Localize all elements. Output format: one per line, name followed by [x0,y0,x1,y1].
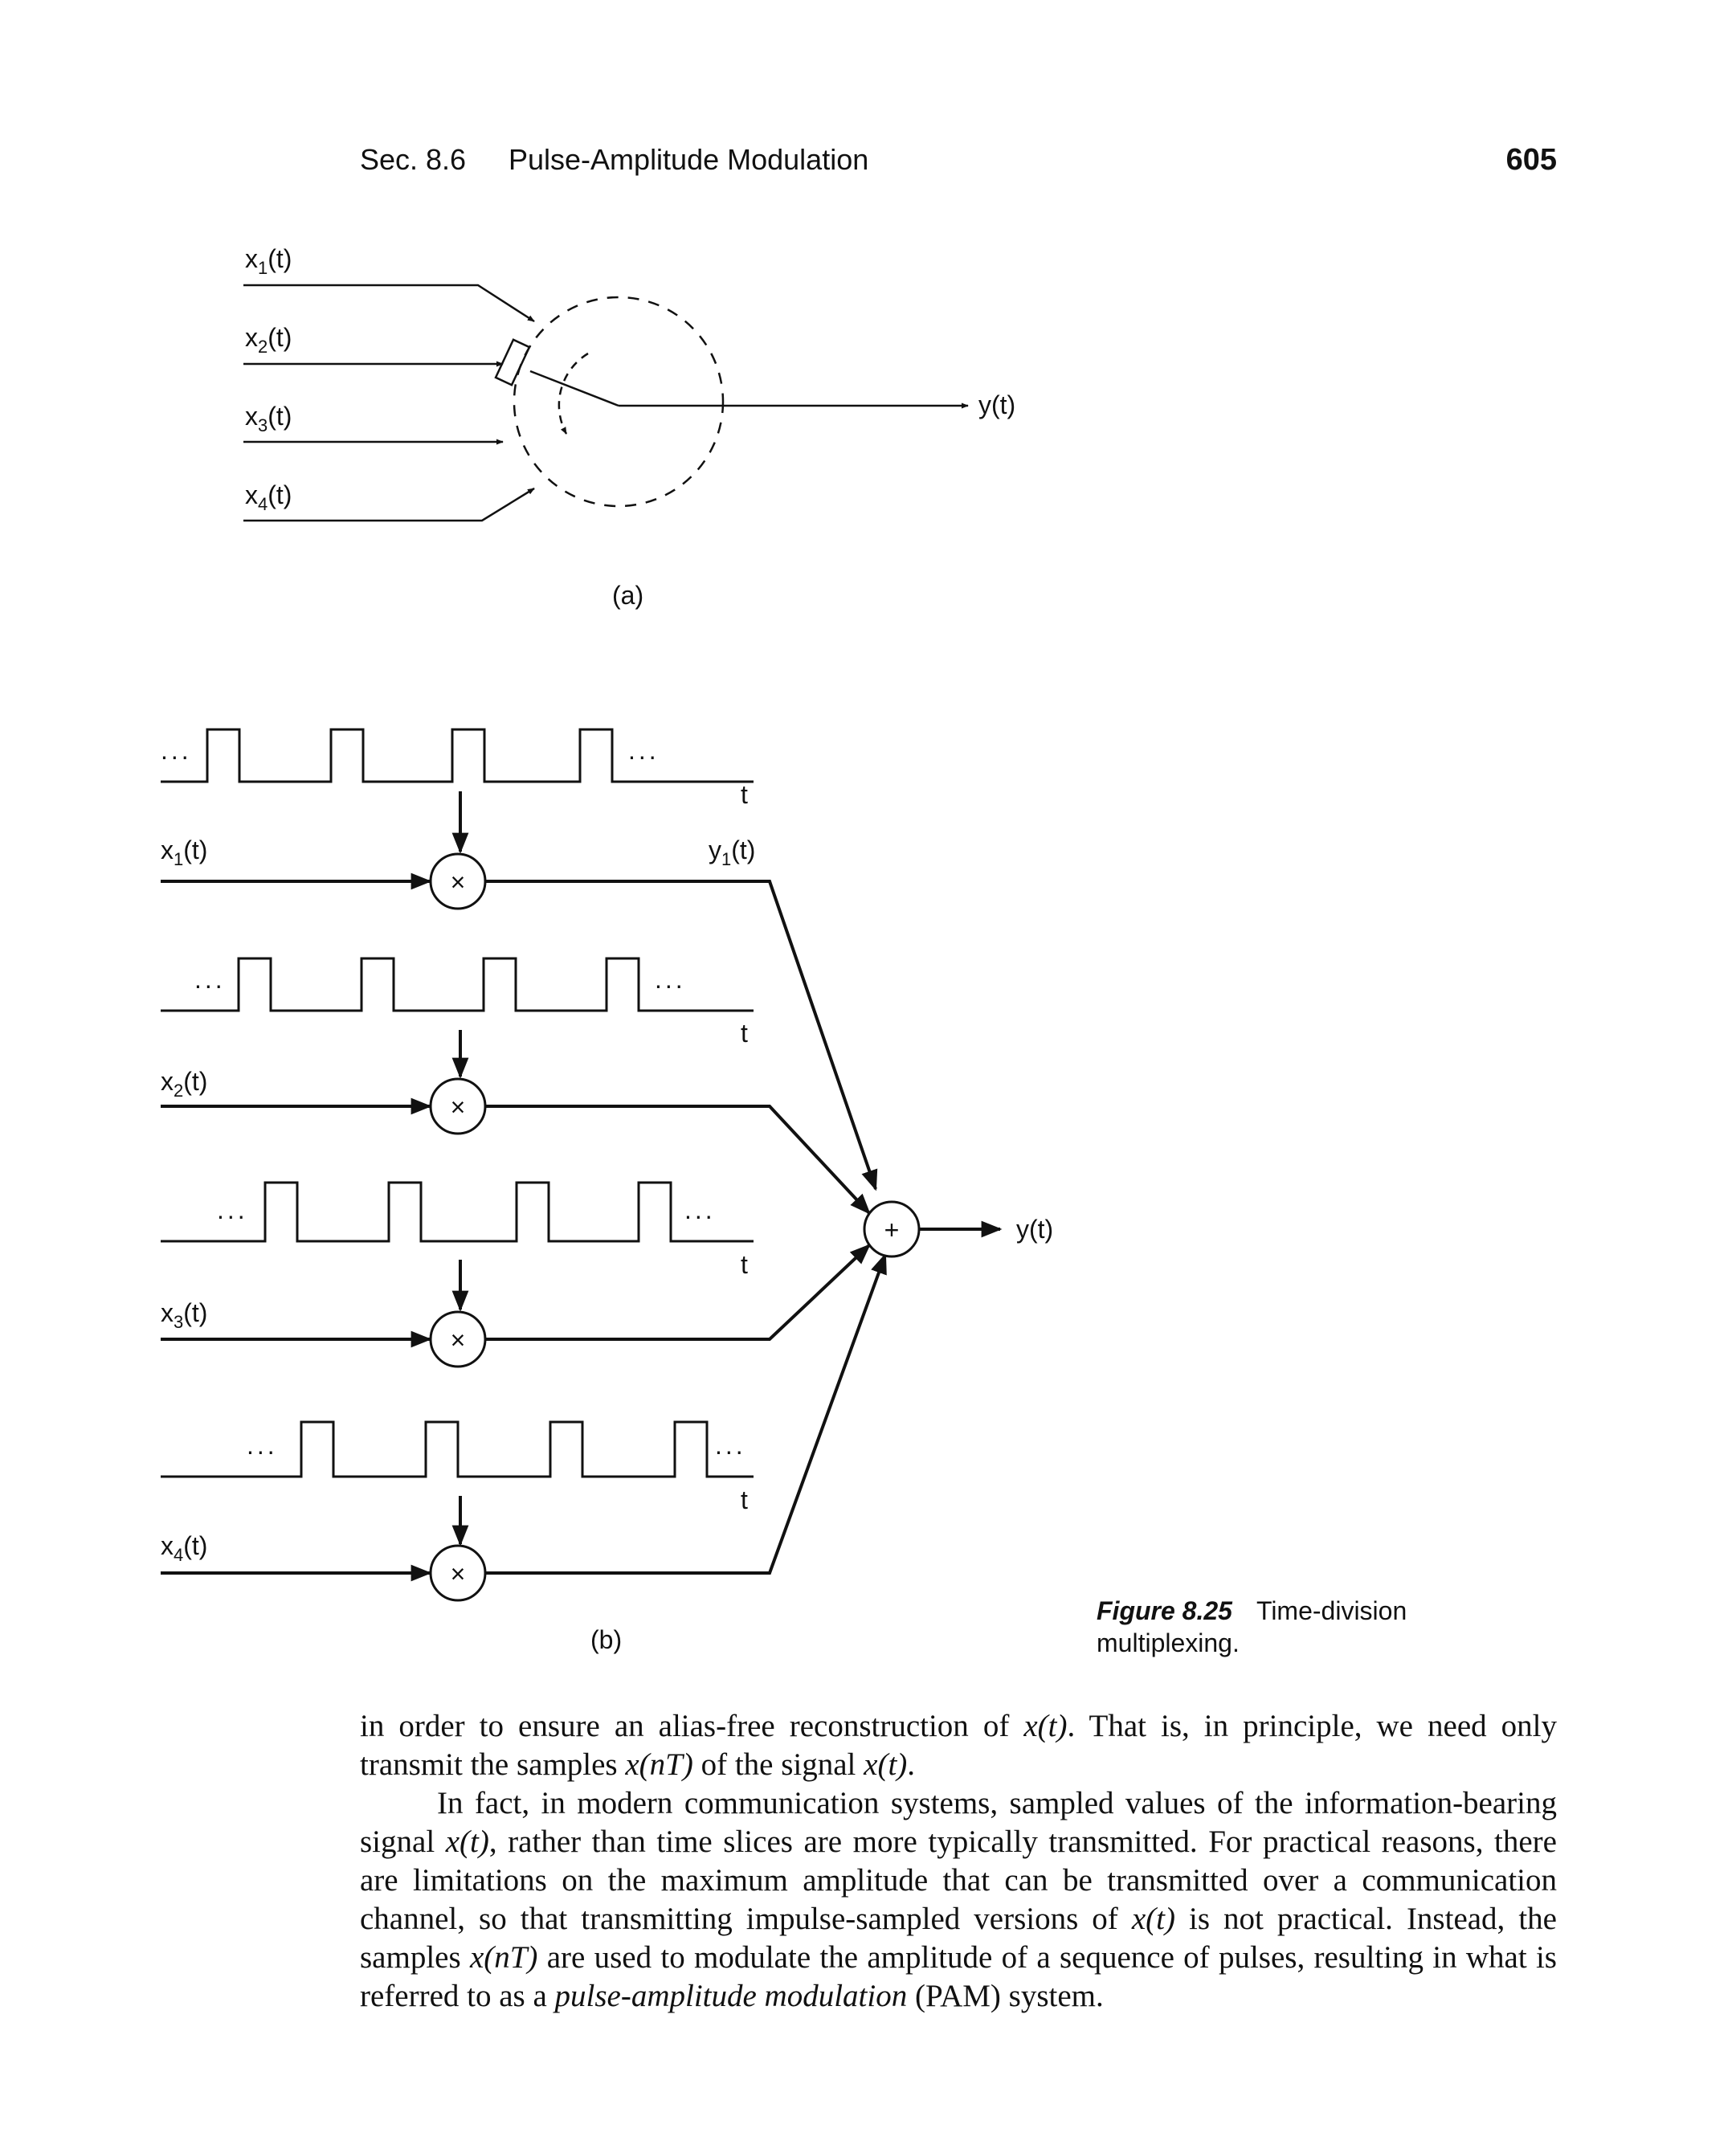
commutator-circle [513,296,725,508]
pulse-train-3 [161,1181,754,1243]
fig-a-input-label-1: x1(t) [245,244,292,278]
caption-text: Time-division multiplexing. [1097,1596,1407,1657]
pulse-ellipsis-right-4: ... [715,1431,746,1460]
fig-b-subfigure-label: (b) [590,1625,622,1654]
rotation-arrow [558,352,589,435]
figure-b-channel-3: ... ... t × x3(t) [161,1181,871,1368]
section-number: Sec. 8.6 [360,143,467,176]
figure-b-channel-2: ... ... t × x2(t) [161,957,871,1215]
figure-number: Figure 8.25 [1097,1596,1232,1625]
product-path-2 [485,1105,871,1215]
figure-b-adder: + y(t) [863,1200,1053,1258]
fig-b-input-label-3: x3(t) [161,1298,207,1332]
fig-b-output-label: y(t) [1016,1215,1053,1244]
pulse-train-4 [161,1420,754,1478]
section-title: Pulse-Amplitude Modulation [509,143,869,176]
fig-a-subfigure-label: (a) [612,581,643,610]
pulse-train-2 [161,957,754,1012]
fig-b-input-label-2: x2(t) [161,1067,207,1101]
figure-b-channel-4: ... ... t × x4(t) [161,1252,887,1602]
paragraph-1: in order to ensure an alias-free reconst… [360,1709,1557,1782]
time-axis-label-2: t [741,1019,748,1048]
pulse-ellipsis-left-1: ... [161,736,192,765]
pulse-ellipsis-right-3: ... [684,1195,716,1224]
multiplier-symbol-4: × [451,1559,466,1588]
paragraph-2: In fact, in modern communication systems… [360,1786,1557,2013]
pulse-ellipsis-left-2: ... [194,965,226,994]
time-axis-label-3: t [741,1250,748,1279]
fig-a-output-label: y(t) [978,390,1015,419]
multiplier-symbol-2: × [451,1093,466,1122]
product-path-1 [485,880,878,1191]
pulse-ellipsis-left-3: ... [217,1195,248,1224]
multiplier-symbol-1: × [451,868,466,897]
pulse-train-1 [161,728,754,783]
input-line-1 [243,284,535,323]
adder-symbol: + [884,1216,900,1244]
figure-a-commutator [243,284,969,522]
fig-a-input-label-2: x2(t) [245,323,292,357]
figure-b-channel-1: ... ... t × x1(t) y1(t) [161,728,878,1191]
pulse-ellipsis-left-4: ... [247,1431,278,1460]
figure-a-labels: x1(t) x2(t) x3(t) x4(t) y(t) (a) [245,244,1015,610]
page-number: 605 [1505,143,1557,177]
fig-a-input-label-3: x3(t) [245,402,292,435]
time-axis-label-1: t [741,780,748,809]
time-axis-label-4: t [741,1485,748,1514]
product-path-4 [485,1252,887,1575]
fig-a-input-label-4: x4(t) [245,480,292,514]
product-path-3 [485,1244,871,1341]
commutator-contact [494,338,531,386]
pulse-ellipsis-right-1: ... [628,736,660,765]
multiplier-symbol-3: × [451,1326,466,1354]
fig-b-input-label-4: x4(t) [161,1531,207,1565]
fig-b-input-label-1: x1(t) [161,836,207,869]
commutator-arm [529,370,619,407]
pulse-ellipsis-right-2: ... [655,965,686,994]
product-label-y1: y1(t) [709,836,755,869]
running-header: Sec. 8.6 Pulse-Amplitude Modulation 605 [360,143,1557,191]
body-text: in order to ensure an alias-free reconst… [360,1707,1557,2016]
input-line-4 [243,487,535,522]
